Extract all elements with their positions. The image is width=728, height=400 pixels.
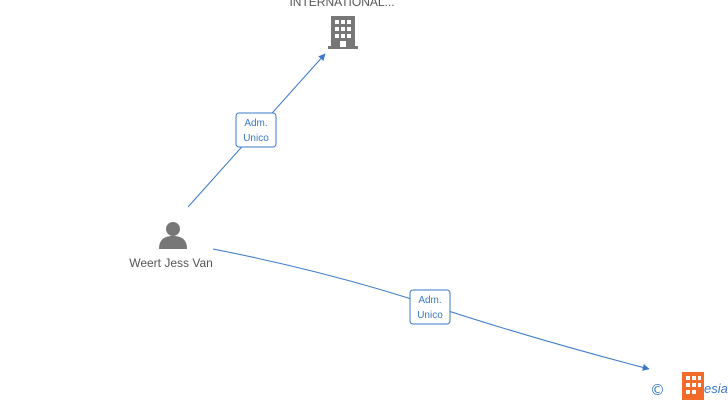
- copyright-icon: ©: [650, 381, 665, 399]
- company-node-label: INTERNATIONAL...: [289, 0, 394, 9]
- edge-label-line2: Unico: [243, 133, 269, 144]
- watermark: © esia: [650, 381, 728, 399]
- person-icon: [159, 222, 187, 249]
- company-node-bottom[interactable]: [682, 372, 704, 400]
- building-icon: [328, 16, 358, 49]
- edge-person-to-company: Adm. Unico: [187, 53, 326, 208]
- person-node-label: Weert Jess Van: [129, 256, 213, 270]
- person-node[interactable]: Weert Jess Van: [129, 222, 213, 270]
- watermark-text: esia: [704, 381, 728, 396]
- edge-person-to-company-bottom: Adm. Unico: [212, 248, 650, 371]
- edge-label-line2: Unico: [417, 310, 443, 321]
- edge-label[interactable]: Adm. Unico: [235, 112, 277, 148]
- edge-label-line1: Adm.: [418, 295, 441, 306]
- company-node[interactable]: INTERNATIONAL...: [289, 0, 395, 49]
- edge-label[interactable]: Adm. Unico: [409, 289, 451, 325]
- edge-label-line1: Adm.: [244, 118, 267, 129]
- building-icon: [682, 372, 704, 400]
